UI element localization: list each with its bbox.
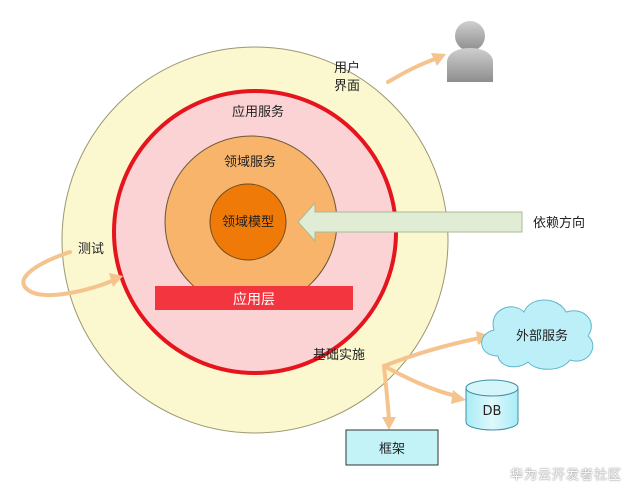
infra-to-db-arrow — [382, 364, 458, 398]
testing-loop-arrow — [21, 250, 116, 298]
testing-arrowhead — [109, 273, 123, 287]
application-services-label: 应用服务 — [232, 104, 284, 120]
domain-services-label: 领域服务 — [224, 154, 276, 170]
watermark: 华为云开发者社区 — [509, 468, 622, 483]
database-cylinder-icon — [465, 379, 519, 431]
user-interface-arrow — [386, 56, 440, 84]
user-icon — [447, 21, 493, 82]
infra-to-framework-arrow — [382, 364, 391, 422]
infra-to-framework-arrowhead — [382, 417, 396, 430]
framework-box — [345, 429, 439, 466]
domain-model-core — [209, 183, 287, 261]
database-label: DB — [483, 404, 502, 419]
user-interface-label-line1: 用户 — [334, 60, 360, 76]
testing-label: 测试 — [78, 242, 104, 257]
dependency-arrow — [297, 201, 523, 243]
domain-model-label: 领域模型 — [222, 215, 274, 230]
cloud-icon — [481, 299, 594, 370]
infra-to-db-arrowhead — [451, 390, 466, 404]
application-layer-bar — [155, 286, 353, 310]
infrastructure-label: 基础实施 — [313, 348, 365, 363]
application-layer-label: 应用层 — [233, 291, 275, 308]
framework-label: 框架 — [379, 442, 405, 457]
user-interface-arrowhead — [431, 53, 446, 66]
external-services-label: 外部服务 — [516, 328, 568, 344]
user-interface-label-line2: 界面 — [334, 79, 360, 94]
dependency-direction-label: 依赖方向 — [533, 215, 585, 231]
user-interface-label: 用户 界面 — [334, 60, 364, 94]
infra-to-cloud-arrow — [382, 336, 482, 368]
